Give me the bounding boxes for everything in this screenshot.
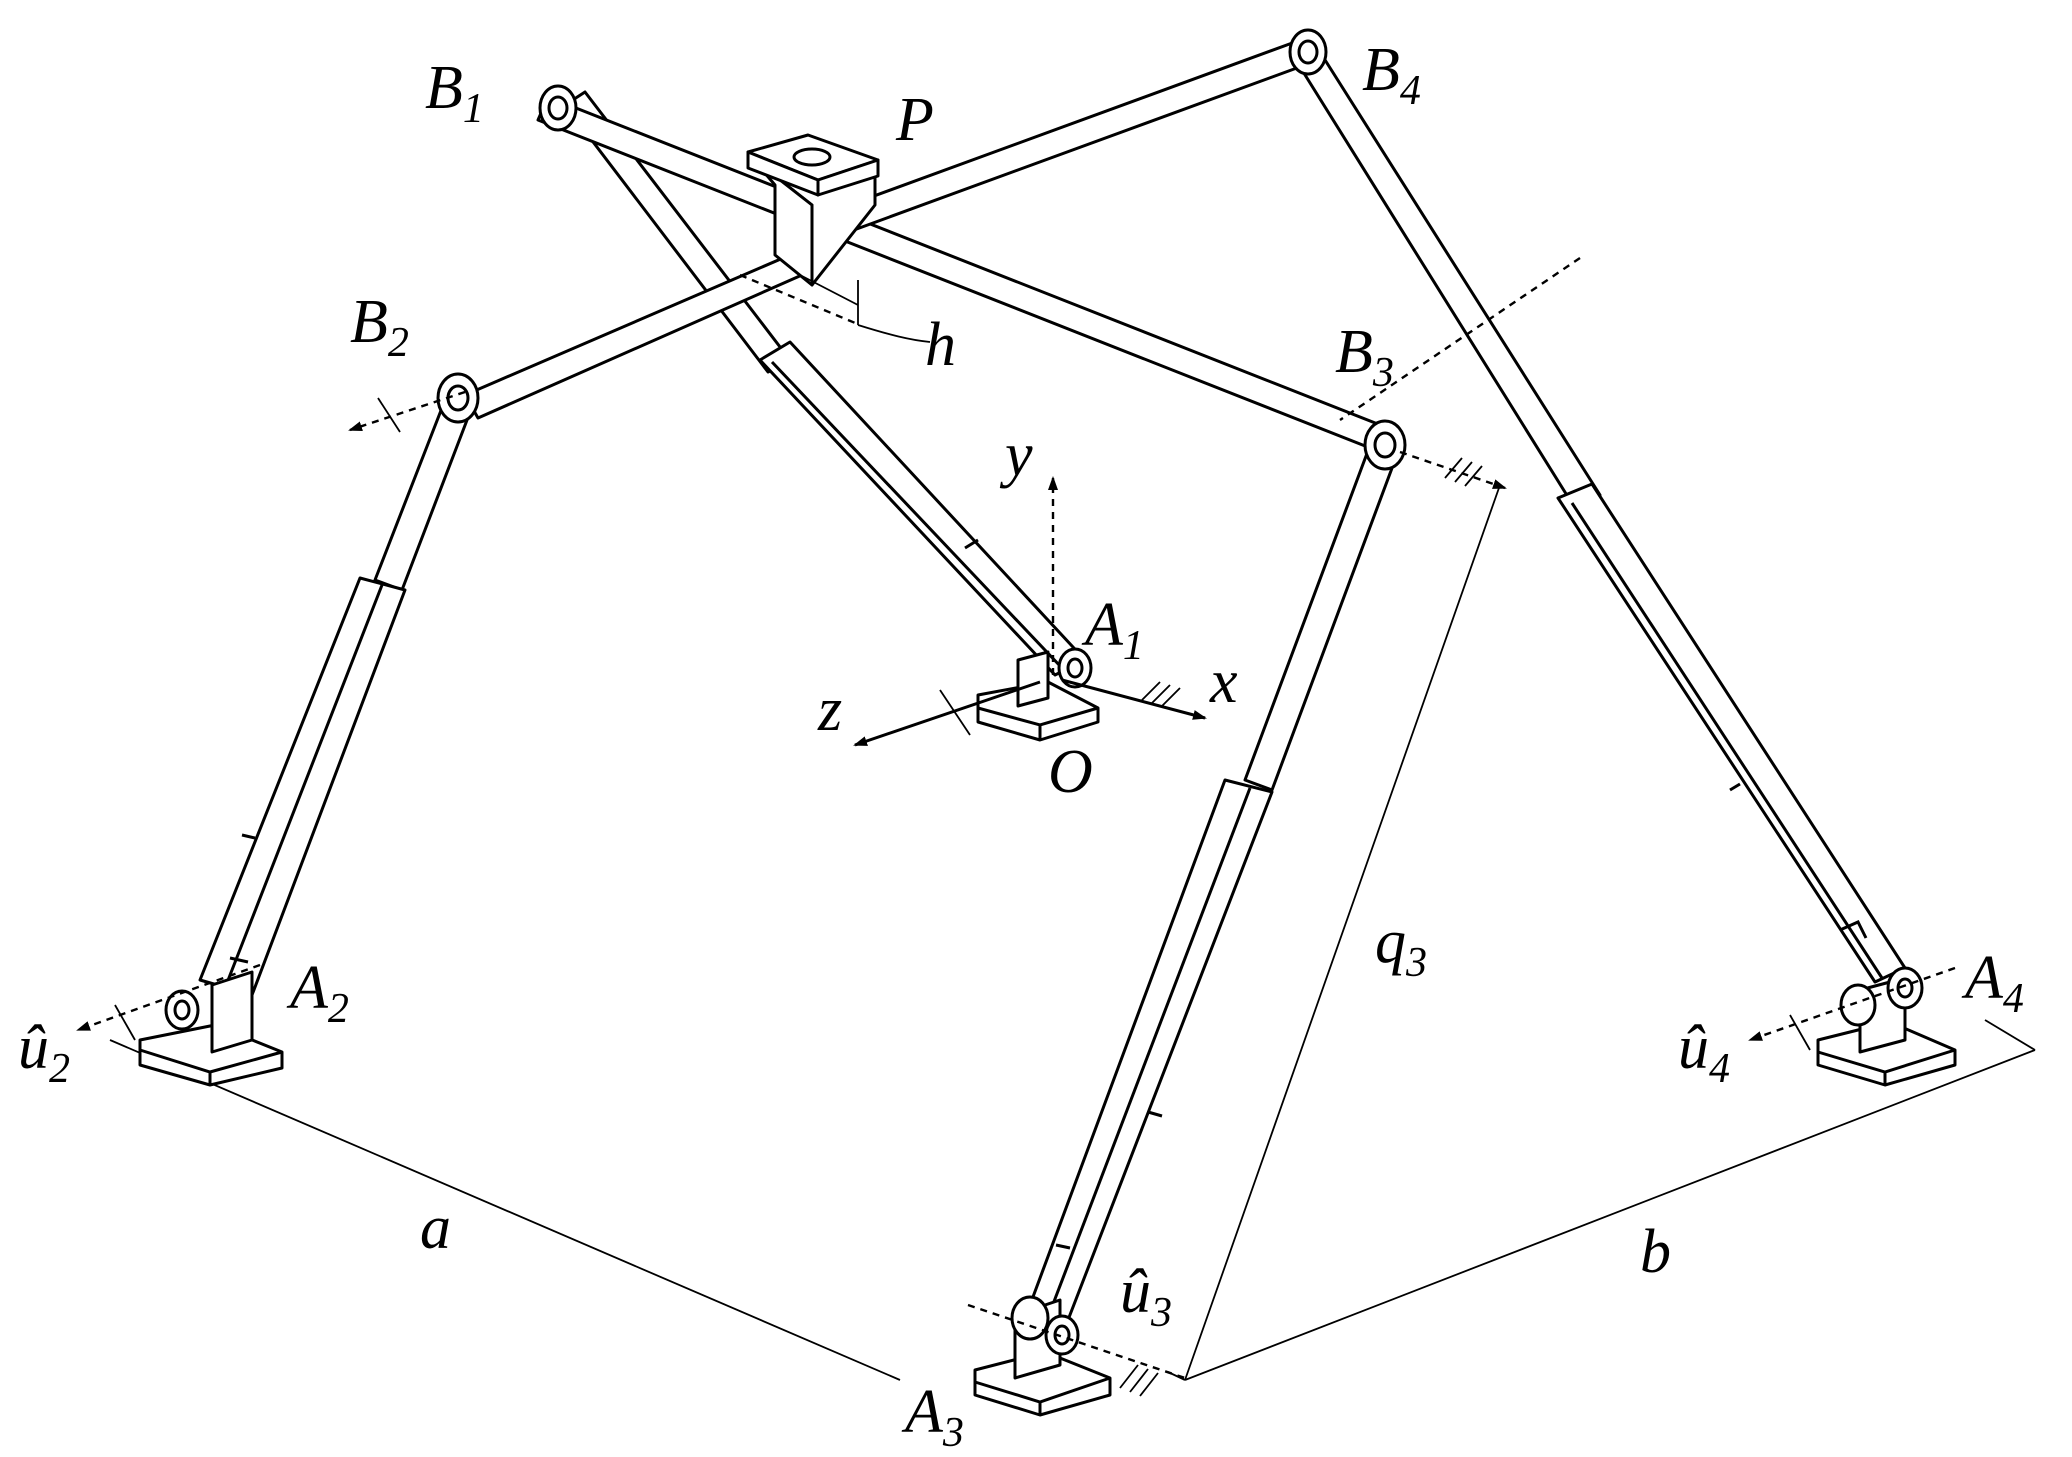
label-u4: û4	[1678, 1014, 1730, 1092]
base-A2	[138, 970, 284, 1087]
label-P: P	[895, 86, 934, 154]
label-B4: B4	[1362, 36, 1421, 114]
base-dimension-lines	[109, 484, 2036, 1381]
label-q3: q3	[1375, 908, 1427, 986]
label-B1: B1	[425, 54, 484, 132]
base-mounts	[138, 647, 1957, 1417]
joint-B1	[538, 84, 578, 132]
axes	[76, 257, 1956, 1397]
label-x: x	[1209, 648, 1238, 716]
label-y: y	[999, 421, 1033, 489]
dimension-line-q3	[1184, 484, 1501, 1381]
label-u2: û2	[18, 1014, 70, 1092]
label-A2: A2	[286, 954, 349, 1032]
B3-dashed-axis	[1339, 257, 1581, 421]
joint-B2	[436, 372, 480, 424]
leg-3	[1028, 438, 1400, 1322]
label-z: z	[817, 676, 842, 744]
dimension-line-b	[1184, 1049, 2036, 1381]
u4-arrow	[1748, 966, 1956, 1042]
leg-2	[198, 393, 474, 997]
leg-4	[1295, 50, 1907, 984]
base-A3	[973, 1295, 1112, 1417]
label-b: b	[1640, 1218, 1671, 1286]
u2-arrow	[76, 963, 261, 1032]
joint-B3	[1363, 419, 1407, 471]
label-B2: B2	[350, 288, 409, 366]
label-A4: A4	[1961, 944, 2024, 1022]
label-h: h	[925, 311, 956, 379]
z-axis-arrow	[853, 680, 1041, 747]
bar-P-B4	[820, 40, 1307, 240]
joint-B4	[1288, 28, 1328, 76]
label-u3: û3	[1120, 1258, 1172, 1336]
label-B3: B3	[1335, 318, 1394, 396]
base-A4	[1816, 966, 1957, 1087]
dimension-line-a	[109, 1039, 901, 1381]
label-O: O	[1048, 738, 1093, 806]
joints	[436, 28, 1407, 471]
base-A1	[976, 647, 1100, 742]
label-a: a	[420, 1194, 451, 1262]
label-A3: A3	[901, 1378, 964, 1456]
bar-B1-B3	[536, 95, 1400, 457]
labels: B1 B4 P h B2 B3 y x z O A1 A2 A4 A3 û2 û…	[18, 36, 2024, 1456]
x-axis-arrow	[1061, 678, 1207, 720]
label-A1: A1	[1081, 591, 1144, 669]
platform-P	[739, 133, 931, 343]
